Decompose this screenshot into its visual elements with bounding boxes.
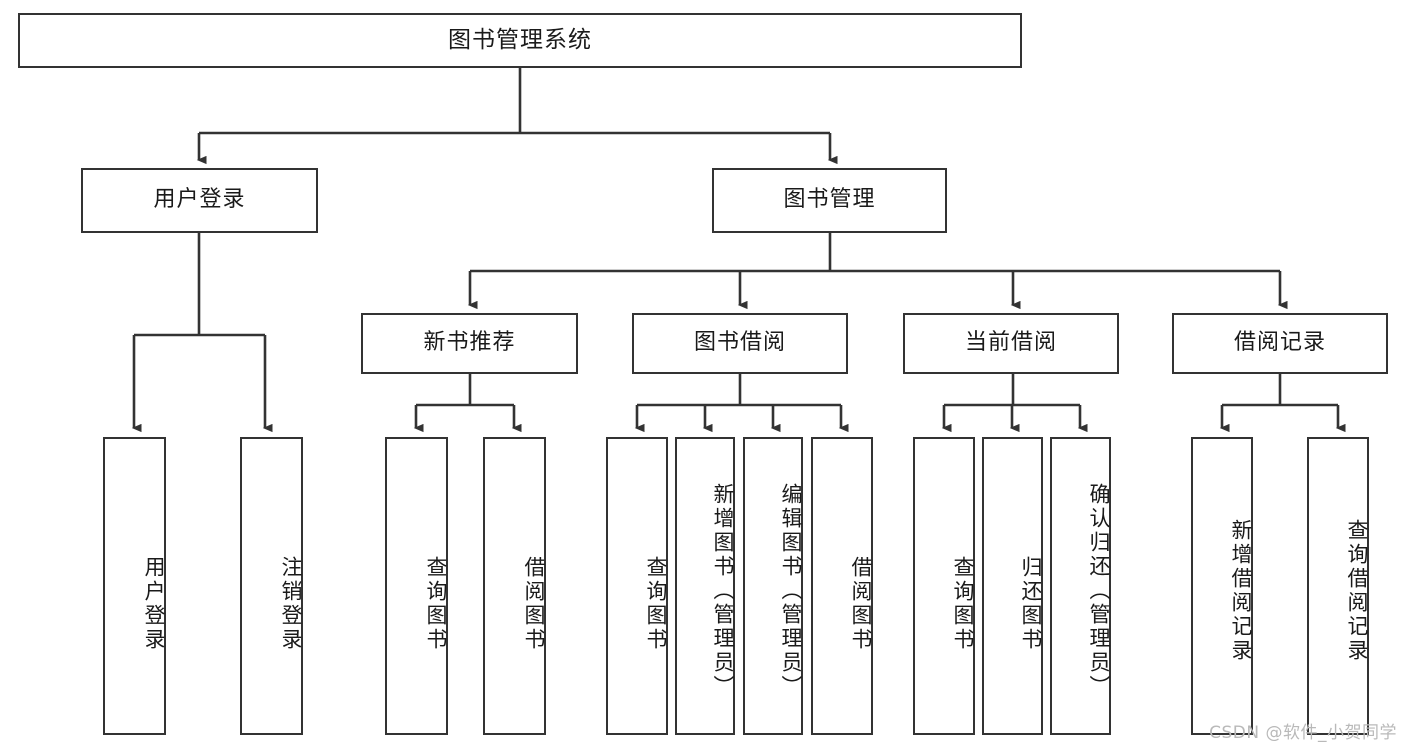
node-new-book-recommend[interactable]: 新书推荐 — [361, 313, 578, 374]
node-user-login[interactable]: 用户登录 — [81, 168, 318, 233]
node-borrow-record[interactable]: 借阅记录 — [1172, 313, 1388, 374]
leaf-borrow-query-book[interactable]: 查询图书 — [606, 437, 668, 735]
leaf-current-return-book[interactable]: 归还图书 — [982, 437, 1043, 735]
leaf-user-login-login[interactable]: 用户登录 — [103, 437, 166, 735]
node-book-borrow[interactable]: 图书借阅 — [632, 313, 848, 374]
node-current-borrow[interactable]: 当前借阅 — [903, 313, 1119, 374]
leaf-record-add-borrow-record[interactable]: 新增借阅记录 — [1191, 437, 1253, 735]
leaf-new-book-borrow[interactable]: 借阅图书 — [483, 437, 546, 735]
leaf-current-query-book[interactable]: 查询图书 — [913, 437, 975, 735]
leaf-borrow-edit-book-admin[interactable]: 编辑图书（管理员） — [743, 437, 803, 735]
leaf-current-confirm-return-admin[interactable]: 确认归还（管理员） — [1050, 437, 1111, 735]
node-root-system[interactable]: 图书管理系统 — [18, 13, 1022, 68]
leaf-borrow-borrow-book[interactable]: 借阅图书 — [811, 437, 873, 735]
leaf-user-login-logout[interactable]: 注销登录 — [240, 437, 303, 735]
leaf-record-query-borrow-record[interactable]: 查询借阅记录 — [1307, 437, 1369, 735]
leaf-borrow-add-book-admin[interactable]: 新增图书（管理员） — [675, 437, 735, 735]
node-book-management[interactable]: 图书管理 — [712, 168, 947, 233]
leaf-new-book-query[interactable]: 查询图书 — [385, 437, 448, 735]
csdn-watermark: CSDN @软件_小贺同学 — [1209, 723, 1397, 743]
